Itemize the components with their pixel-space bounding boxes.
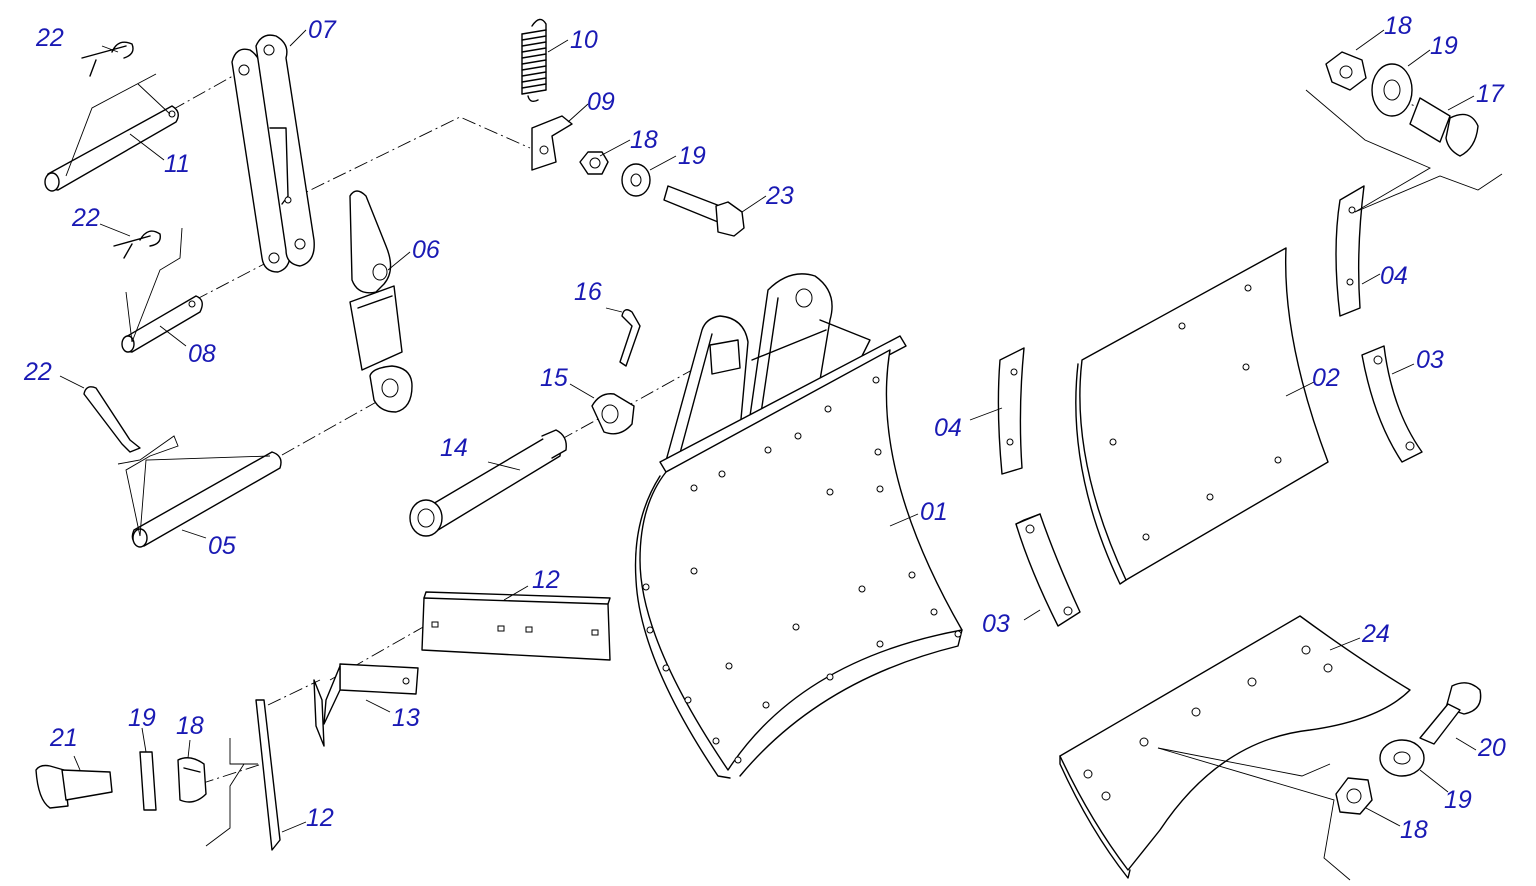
part-label-01: 01 — [920, 498, 948, 526]
cotter-pin-16 — [619, 309, 641, 367]
part-label-17: 17 — [1476, 80, 1504, 108]
part-label-04-right: 04 — [1380, 262, 1408, 290]
part-label-03-left: 03 — [982, 610, 1010, 638]
strip-04-left — [997, 347, 1025, 475]
part-label-18-lower-left: 18 — [176, 712, 204, 740]
part-label-19-upper: 19 — [678, 142, 706, 170]
part-label-21: 21 — [50, 724, 78, 752]
latch-09 — [531, 115, 573, 171]
clip-22-mid — [113, 230, 161, 259]
part-label-06: 06 — [412, 236, 440, 264]
part-label-22-lower: 22 — [24, 358, 52, 386]
part-label-03-right: 03 — [1416, 346, 1444, 374]
castle-nut-15 — [591, 393, 635, 435]
part-label-24: 24 — [1362, 620, 1390, 648]
part-label-19-lower-right: 19 — [1444, 786, 1472, 814]
angle-bracket-13 — [313, 663, 419, 747]
part-label-12-lower: 12 — [306, 804, 334, 832]
bolt-assembly-upper — [579, 151, 745, 237]
pin-08 — [121, 227, 203, 353]
bolt-assembly-lower-right — [1335, 682, 1482, 815]
part-label-04-left: 04 — [934, 414, 962, 442]
bolt-assembly-lower-left — [35, 751, 207, 811]
part-label-12-upper: 12 — [532, 566, 560, 594]
lever-06 — [349, 190, 413, 413]
part-label-10: 10 — [570, 26, 598, 54]
link-arm-07 — [231, 34, 315, 273]
part-label-14: 14 — [440, 434, 468, 462]
part-label-19-lower-left: 19 — [128, 704, 156, 732]
leader-lines — [59, 29, 1477, 833]
bracket-03-right — [1361, 345, 1423, 463]
part-label-16: 16 — [574, 278, 602, 306]
part-label-07: 07 — [308, 16, 336, 44]
part-label-19-top-right: 19 — [1430, 32, 1458, 60]
strip-04-right — [1305, 89, 1503, 317]
part-label-08: 08 — [188, 340, 216, 368]
part-label-11: 11 — [164, 150, 190, 178]
part-label-02: 02 — [1312, 364, 1340, 392]
part-label-22-mid: 22 — [72, 204, 100, 232]
bolt-assembly-upper-right — [1325, 51, 1479, 157]
clip-22-top — [81, 41, 134, 77]
part-label-23: 23 — [766, 182, 794, 210]
spring-10 — [521, 18, 547, 103]
pin-11 — [44, 73, 179, 192]
main-pin-14 — [409, 429, 567, 537]
blade-main-01 — [634, 273, 963, 779]
part-label-15: 15 — [540, 364, 568, 392]
part-label-18-upper: 18 — [630, 126, 658, 154]
plate-12-lower — [205, 699, 281, 851]
part-label-09: 09 — [587, 88, 615, 116]
pin-05 — [117, 435, 282, 548]
part-label-13: 13 — [392, 704, 420, 732]
clip-22-lower — [83, 386, 141, 453]
bar-12-upper — [421, 591, 611, 661]
extension-plate-02 — [1075, 247, 1329, 585]
bracket-03-left — [1015, 513, 1081, 627]
part-label-18-top-right: 18 — [1384, 12, 1412, 40]
part-label-05: 05 — [208, 532, 236, 560]
blade-01-holes — [642, 376, 962, 764]
part-label-22-top: 22 — [36, 24, 64, 52]
edge-plate-24 — [1059, 615, 1411, 881]
part-label-18-lower-right: 18 — [1400, 816, 1428, 844]
part-label-20: 20 — [1478, 734, 1506, 762]
